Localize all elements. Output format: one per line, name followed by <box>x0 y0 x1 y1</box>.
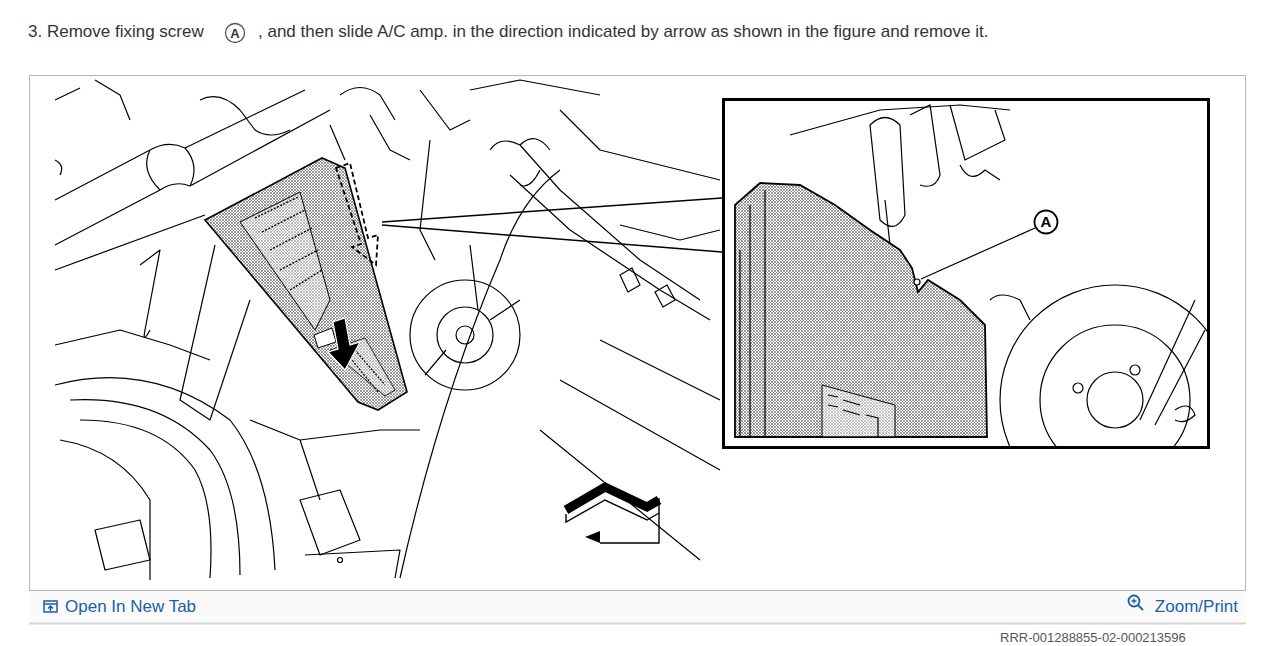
callout-circle <box>226 24 245 43</box>
leader-line <box>921 228 1035 279</box>
amp-print <box>348 350 385 392</box>
toolbar-link: Open In New Tab <box>65 597 196 616</box>
detail-leader <box>382 225 722 252</box>
image-id: RRR-001288855-02-000213596 <box>1000 630 1186 645</box>
fixing-screw <box>914 279 920 285</box>
ac-amp-detail <box>735 183 987 437</box>
slide-arrow <box>328 318 360 370</box>
amp-clip <box>314 328 336 348</box>
amp-connector <box>822 385 895 437</box>
vehicle-interior-sketch <box>55 80 720 580</box>
open-tab-icon <box>44 601 57 612</box>
callout-letter: A <box>230 26 239 41</box>
amp-label-plate <box>240 192 330 330</box>
amp-print <box>255 197 322 290</box>
figure-frame <box>30 76 1246 591</box>
front-direction-symbol <box>566 487 659 543</box>
amp-edge <box>740 190 765 437</box>
removal-direction-arrow <box>336 163 378 265</box>
detail-inset: A <box>722 98 1210 449</box>
callout-circle <box>1035 211 1058 234</box>
callout-letter: A <box>1041 214 1052 230</box>
ac-amp <box>205 158 407 410</box>
toolbar-link: Zoom/Print <box>1155 597 1238 616</box>
figure-toolbar <box>29 591 1246 623</box>
step-text: 3. Remove fixing screw <box>28 22 204 41</box>
zoom-icon <box>1129 596 1144 611</box>
amp-print <box>828 395 878 437</box>
step-text: , and then slide A/C amp. in the directi… <box>258 22 988 41</box>
detail-ground <box>722 98 1210 449</box>
detail-leader <box>382 198 722 222</box>
toolbar-shadow <box>29 623 1246 625</box>
